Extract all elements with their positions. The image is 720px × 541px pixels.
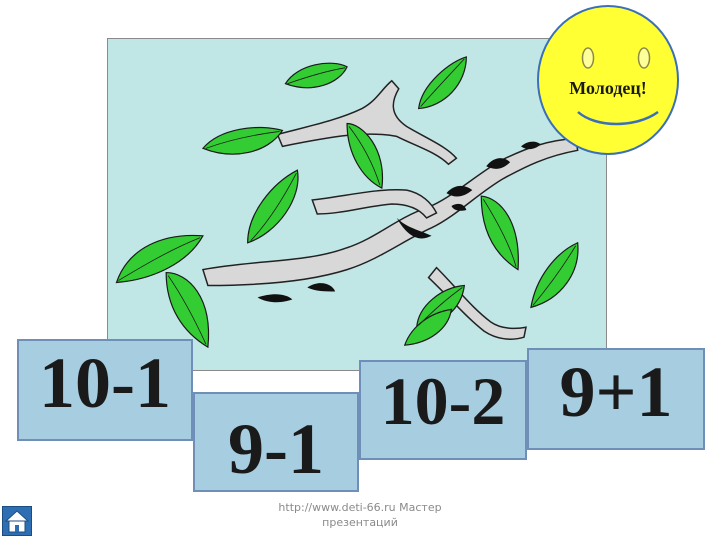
leaf	[247, 169, 299, 244]
leaf	[530, 241, 579, 309]
birch-mark	[521, 141, 541, 150]
smiley-eye-right	[637, 47, 651, 69]
birch-mark	[307, 283, 336, 292]
praise-text: Молодец!	[569, 78, 647, 98]
answer-card-10-minus-1[interactable]: 10-1	[17, 339, 193, 441]
leaf	[201, 126, 284, 155]
smiley-drawing	[537, 5, 679, 155]
answer-card-label: 9-1	[228, 409, 324, 489]
leaf-vein	[420, 58, 465, 107]
leaf	[284, 62, 348, 89]
leaf-vein	[482, 198, 517, 267]
birch-branch-illustration	[107, 38, 607, 371]
smiley-face	[537, 5, 679, 155]
home-button[interactable]	[2, 506, 32, 536]
leaf-vein	[418, 287, 463, 326]
smiley-eye-left	[581, 47, 595, 69]
leaf	[403, 308, 453, 346]
answer-card-label: 10-1	[39, 343, 171, 423]
footer-caption: http://www.deti-66.ru Мастер презентаций	[260, 500, 460, 530]
branch-drawing	[115, 56, 579, 349]
leaf-vein	[118, 237, 201, 281]
leaf	[165, 271, 210, 349]
answer-card-9-plus-1[interactable]: 9+1	[527, 348, 705, 450]
leaf	[115, 234, 204, 284]
leaf-vein	[532, 245, 577, 306]
birch-mark	[257, 294, 293, 303]
birch-mark	[451, 203, 467, 211]
leaf	[346, 122, 384, 190]
answer-card-9-minus-1[interactable]: 9-1	[193, 392, 359, 492]
home-icon	[2, 506, 32, 536]
branch-upper	[276, 79, 458, 166]
leaf-vein	[167, 275, 207, 345]
footer-line: http://www.deti-66.ru Мастер	[278, 501, 442, 514]
leaf-vein	[205, 131, 280, 149]
answer-card-10-minus-2[interactable]: 10-2	[359, 360, 527, 460]
leaf	[480, 195, 519, 271]
answer-card-label: 10-2	[380, 363, 506, 439]
leaf-vein	[250, 173, 297, 242]
birch-mark	[486, 158, 511, 169]
branch-middle	[311, 189, 438, 219]
leaf-vein	[348, 126, 381, 186]
smiley-mouth	[577, 110, 659, 126]
footer-line: презентаций	[322, 516, 398, 529]
branch-lower	[427, 266, 527, 340]
leaf-vein	[287, 67, 346, 85]
birch-mark	[446, 185, 473, 197]
birch-mark	[396, 217, 432, 239]
answer-card-label: 9+1	[559, 352, 673, 432]
smiley-face-icon: Молодец!	[536, 4, 680, 156]
